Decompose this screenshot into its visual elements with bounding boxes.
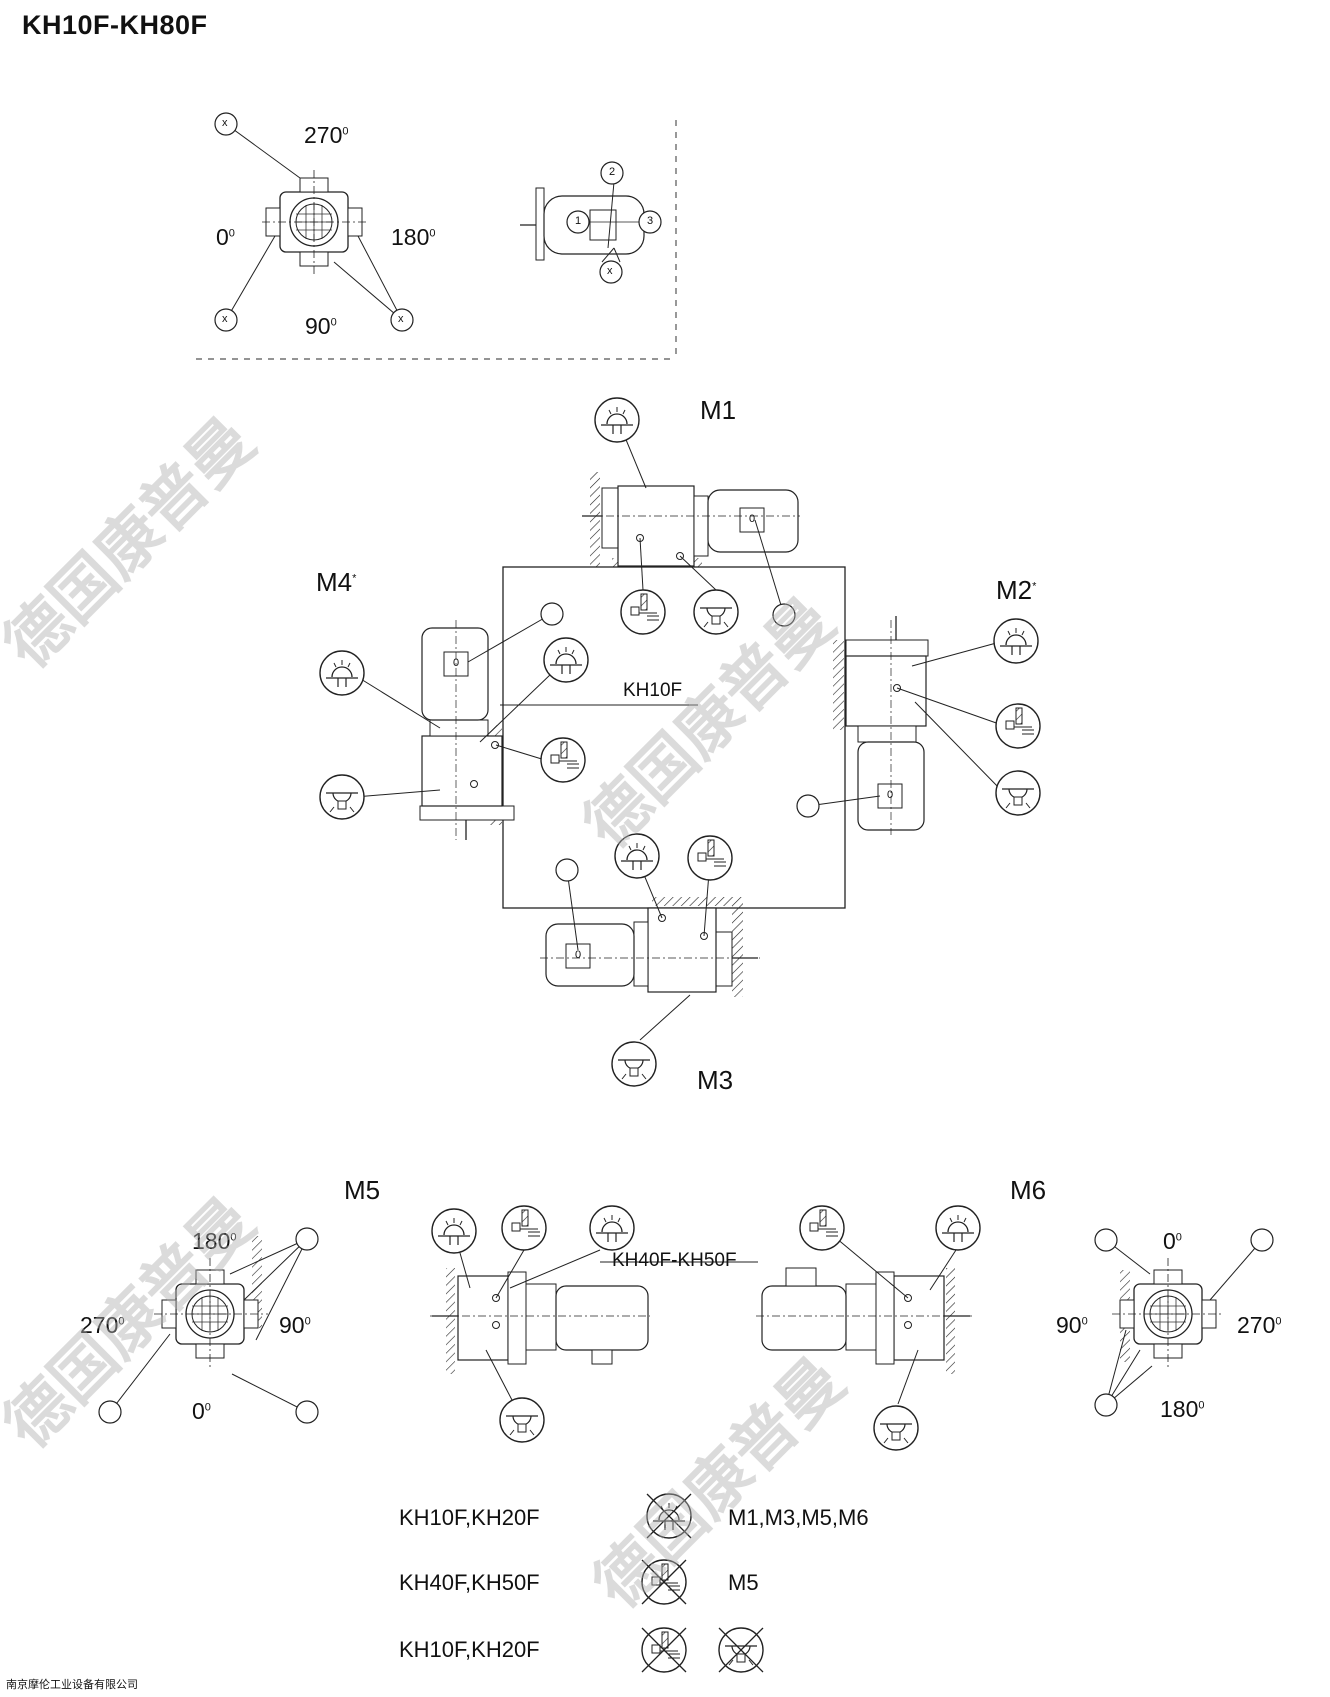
box-model-label: KH10F [623, 680, 683, 701]
m5-front-view [98, 1227, 319, 1424]
legend-row-3-models: KH10F,KH20F [399, 1637, 540, 1662]
x-marker: x [222, 313, 228, 325]
terminal-box-label: 0 [887, 789, 894, 801]
position-label-m6: M6 [1010, 1175, 1047, 1205]
m5-angle-top: 1800 [192, 1228, 237, 1254]
position-label-m3: M3 [697, 1065, 734, 1095]
side-number-2: 2 [609, 166, 616, 178]
angle-label-right: 1800 [391, 224, 436, 250]
m2-gearmotor [796, 616, 1041, 835]
legend-row-1-models: KH10F,KH20F [399, 1505, 540, 1530]
x-marker: x [222, 117, 228, 129]
side-number-1: 1 [575, 215, 582, 227]
terminal-box-label: 0 [453, 657, 460, 669]
m5-angle-bottom: 00 [192, 1398, 211, 1424]
angle-label-left: 00 [216, 224, 235, 250]
m6-side-view [756, 1205, 981, 1451]
top-front-view [214, 112, 414, 332]
angle-label-bottom: 900 [305, 313, 337, 339]
side-number-3: 3 [647, 215, 654, 227]
m3-gearmotor [540, 833, 760, 1087]
top-frame-dashed [196, 120, 677, 360]
terminal-box-label: 0 [575, 949, 582, 961]
m6-angle-top: 00 [1163, 1228, 1182, 1254]
m4-gearmotor [319, 602, 589, 840]
position-label-m5: M5 [344, 1175, 381, 1205]
m6-angle-left: 900 [1056, 1312, 1088, 1338]
legend-row-1-positions: M1,M3,M5,M6 [728, 1505, 869, 1530]
m6-front-view [1094, 1228, 1274, 1417]
position-label-m2: M2* [996, 575, 1037, 605]
m5-side-view [430, 1205, 758, 1443]
m1-gearmotor [582, 397, 800, 635]
x-marker: x [607, 265, 613, 277]
m6-angle-right: 2700 [1237, 1312, 1282, 1338]
position-label-m4: M4* [316, 567, 357, 597]
footer-company: 南京摩伦工业设备有限公司 [6, 1678, 138, 1691]
x-marker: x [398, 313, 404, 325]
m5-angle-right: 900 [279, 1312, 311, 1338]
position-label-m1: M1 [700, 395, 737, 425]
legend-symbols [641, 1493, 764, 1673]
legend-row-2-positions: M5 [728, 1570, 759, 1595]
terminal-box-label: 0 [749, 513, 756, 525]
side-model-label: KH40F-KH50F [612, 1250, 737, 1271]
m5-angle-left: 2700 [80, 1312, 125, 1338]
page-title: KH10F-KH80F [22, 10, 208, 40]
top-side-view [520, 161, 662, 284]
m6-angle-bottom: 1800 [1160, 1396, 1205, 1422]
angle-label-top: 2700 [304, 122, 349, 148]
legend-row-2-models: KH40F,KH50F [399, 1570, 540, 1595]
